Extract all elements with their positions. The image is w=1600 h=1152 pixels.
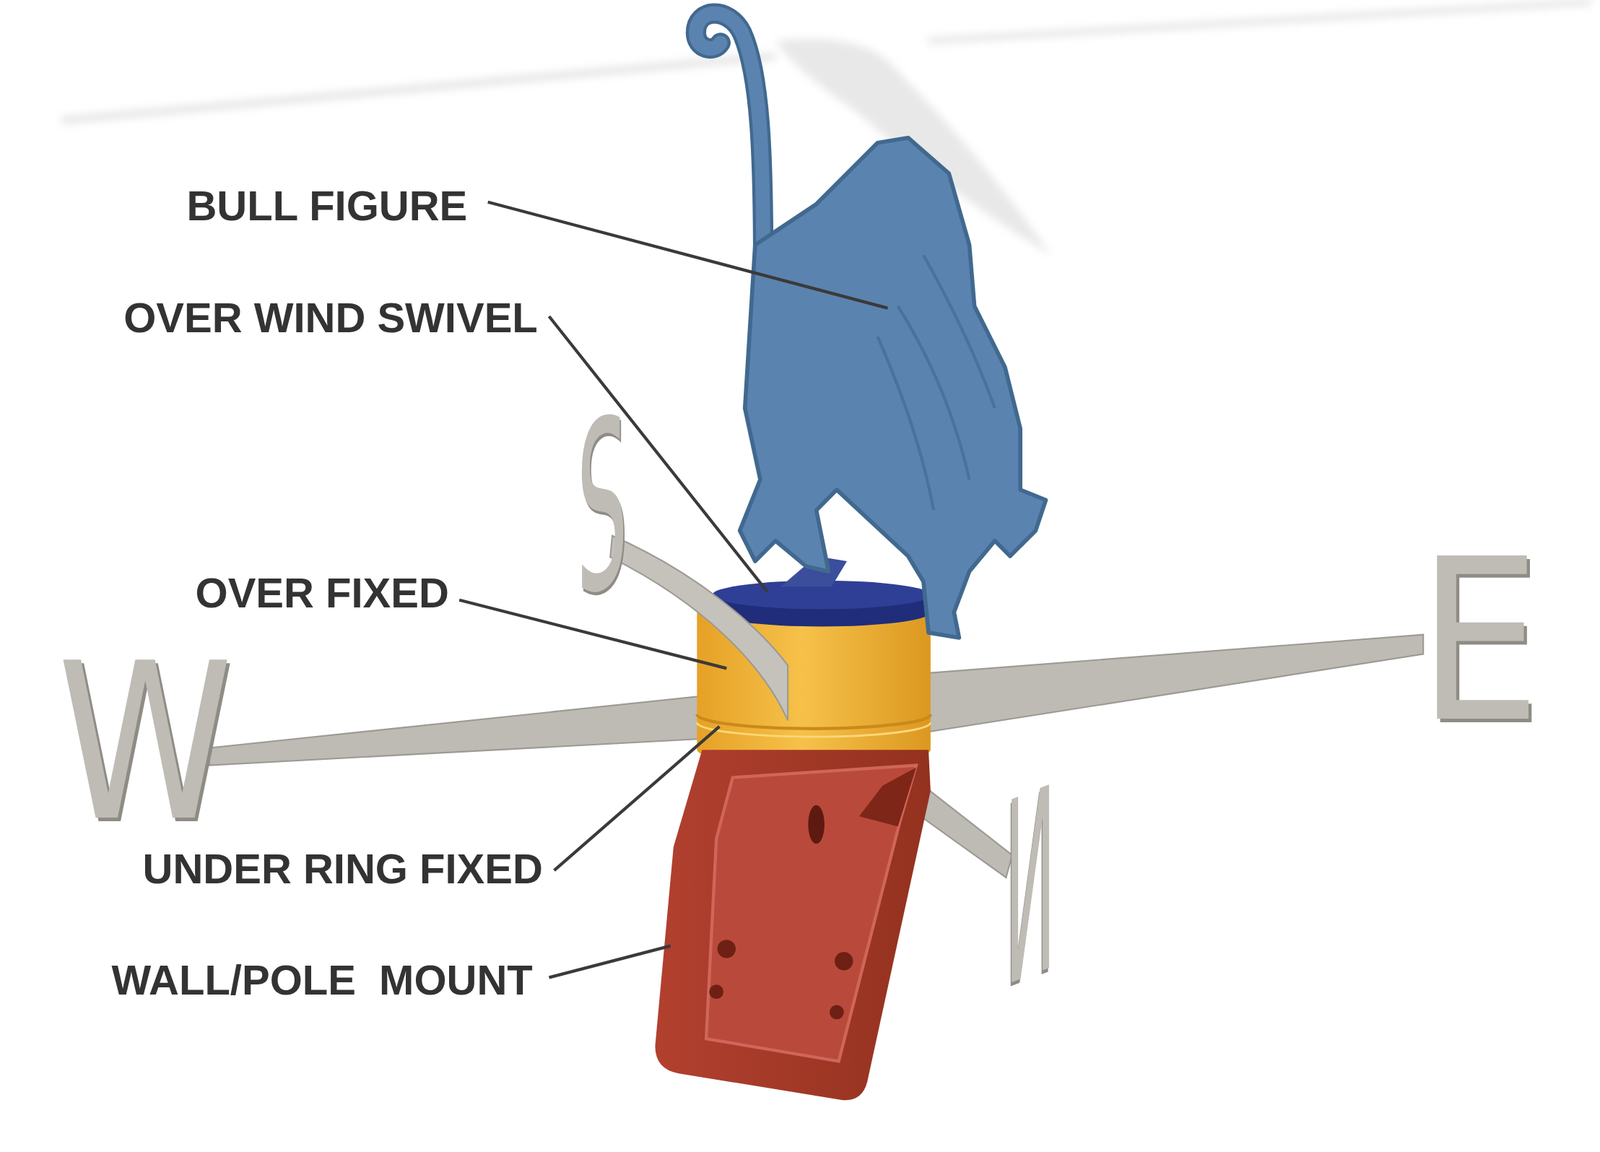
part-label: OVER WIND SWIVEL [123,296,538,339]
compass-arm-e [923,634,1424,733]
compass-letter: S [576,381,628,634]
compass-arm-n [923,785,1013,878]
bull-figure [696,13,1047,638]
part-label: OVER FIXED [195,571,450,614]
compass-arm-w [209,695,704,765]
compass-arm-s [610,535,788,721]
part-label: BULL FIGURE [186,184,468,227]
compass-letter: E [1418,529,1541,754]
part-label: WALL/POLE MOUNT [111,958,533,1001]
compass-letter: N [1005,752,1056,1024]
part-label: UNDER RING FIXED [142,847,543,890]
hub-cylinder [696,555,931,764]
wall-pole-mount [654,749,930,1100]
compass-letter: W [57,634,233,852]
